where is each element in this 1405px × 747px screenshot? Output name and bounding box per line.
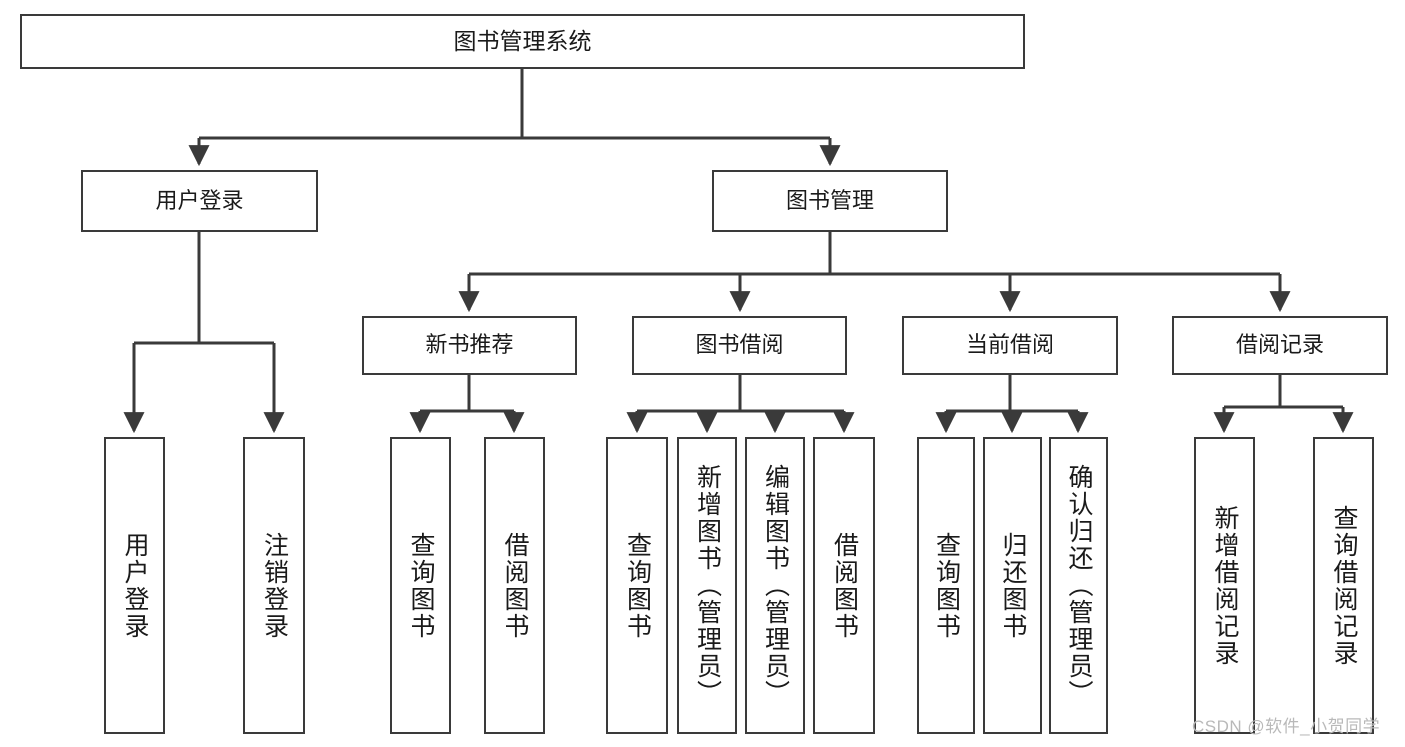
leaf-newbook-borrow-book[interactable]: 借阅图书 [484, 437, 545, 734]
node-borrow-record[interactable]: 借阅记录 [1172, 316, 1388, 375]
leaf-newbook-query-book-label: 查询图书 [407, 531, 435, 640]
leaf-currentborrow-confirm-return[interactable]: 确认归还（管理员） [1049, 437, 1108, 734]
node-user-login-label: 用户登录 [155, 187, 244, 213]
leaf-logout-label: 注销登录 [260, 531, 289, 640]
leaf-bookborrow-borrow-book[interactable]: 借阅图书 [813, 437, 875, 734]
leaf-borrowrecord-add-record[interactable]: 新增借阅记录 [1194, 437, 1255, 734]
csdn-watermark: CSDN @软件_小贺同学 [1192, 717, 1381, 736]
leaf-user-login[interactable]: 用户登录 [104, 437, 165, 734]
leaf-currentborrow-confirm-return-label: 确认归还（管理员） [1065, 464, 1093, 707]
leaf-bookborrow-add-book-label: 新增图书（管理员） [693, 464, 722, 707]
leaf-bookborrow-edit-book[interactable]: 编辑图书（管理员） [745, 437, 805, 734]
node-borrow-record-label: 借阅记录 [1235, 332, 1324, 358]
leaf-bookborrow-edit-book-label: 编辑图书（管理员） [761, 464, 790, 707]
node-new-book-recommend[interactable]: 新书推荐 [362, 316, 577, 375]
leaf-currentborrow-return-book[interactable]: 归还图书 [983, 437, 1042, 734]
leaf-newbook-borrow-book-label: 借阅图书 [501, 531, 529, 640]
node-book-manage-label: 图书管理 [785, 187, 874, 213]
node-book-borrow[interactable]: 图书借阅 [632, 316, 847, 375]
node-user-login[interactable]: 用户登录 [81, 170, 318, 232]
node-current-borrow[interactable]: 当前借阅 [902, 316, 1118, 375]
node-new-book-recommend-label: 新书推荐 [425, 332, 514, 358]
leaf-borrowrecord-query-record-label: 查询借阅记录 [1330, 504, 1358, 667]
node-root-label: 图书管理系统 [453, 28, 592, 55]
leaf-borrowrecord-query-record[interactable]: 查询借阅记录 [1313, 437, 1374, 734]
leaf-bookborrow-borrow-book-label: 借阅图书 [830, 531, 859, 640]
leaf-logout[interactable]: 注销登录 [243, 437, 305, 734]
node-book-manage[interactable]: 图书管理 [712, 170, 948, 232]
leaf-bookborrow-add-book[interactable]: 新增图书（管理员） [677, 437, 737, 734]
node-book-borrow-label: 图书借阅 [695, 332, 784, 358]
leaf-bookborrow-query-book[interactable]: 查询图书 [606, 437, 668, 734]
node-root[interactable]: 图书管理系统 [20, 14, 1025, 69]
leaf-currentborrow-query-book[interactable]: 查询图书 [917, 437, 975, 734]
leaf-currentborrow-query-book-label: 查询图书 [932, 531, 961, 640]
leaf-newbook-query-book[interactable]: 查询图书 [390, 437, 451, 734]
leaf-bookborrow-query-book-label: 查询图书 [623, 531, 652, 640]
leaf-user-login-label: 用户登录 [121, 531, 149, 640]
leaf-currentborrow-return-book-label: 归还图书 [999, 531, 1027, 640]
node-current-borrow-label: 当前借阅 [965, 332, 1054, 358]
leaf-borrowrecord-add-record-label: 新增借阅记录 [1211, 504, 1239, 667]
